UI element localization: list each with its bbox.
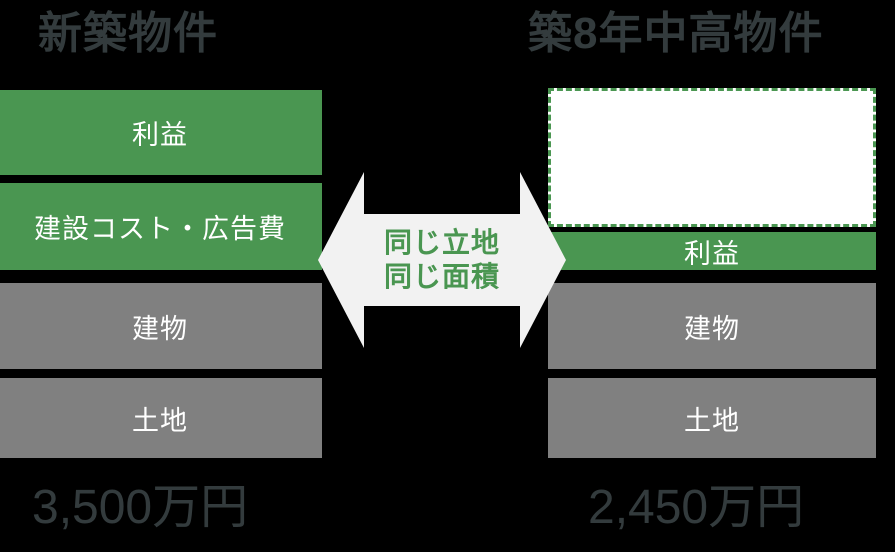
right-column-title: 築8年中高物件 [528,9,824,58]
left-column-title: 新築物件 [38,9,218,58]
double-headed-arrow-icon [318,170,566,350]
right-bar-profit: 利益 [548,232,876,270]
left-bar-land: 土地 [0,378,322,458]
right-bar-difference-placeholder [548,88,876,227]
left-bar-construction-and-ad-cost: 建設コスト・広告費 [0,183,322,270]
left-column-bars: 利益 建設コスト・広告費 建物 土地 [0,0,322,552]
left-bar-profit: 利益 [0,90,322,175]
left-column-total: 3,500万円 [32,481,249,534]
right-column-bars: 利益 建物 土地 [548,0,876,552]
right-column-total: 2,450万円 [588,481,805,534]
right-bar-building: 建物 [548,283,876,369]
right-bar-land: 土地 [548,378,876,458]
left-bar-building: 建物 [0,283,322,369]
